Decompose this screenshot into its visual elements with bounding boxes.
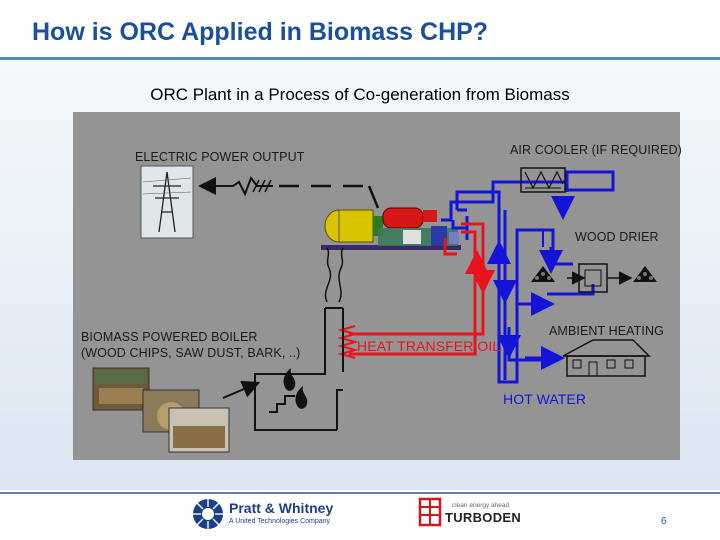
label-boiler-line1: BIOMASS POWERED BOILER	[81, 330, 258, 344]
flame-icons	[283, 368, 308, 409]
orc-unit	[321, 207, 461, 250]
pratt-whitney-name: Pratt & Whitney	[229, 500, 334, 516]
footer	[0, 494, 720, 540]
wood-drier	[531, 263, 657, 293]
pratt-whitney-tagline: A United Technologies Company	[229, 518, 331, 525]
label-electric-power-output: ELECTRIC POWER OUTPUT	[135, 150, 305, 164]
label-ambient-heating: AMBIENT HEATING	[549, 324, 664, 338]
electric-power-line	[198, 175, 380, 209]
heat-exchanger-coil	[337, 325, 359, 359]
chp-schematic	[92, 165, 657, 453]
hot-water-arrows	[487, 196, 575, 359]
pratt-whitney-logo-icon	[193, 499, 223, 529]
ambient-heating-house	[562, 339, 651, 377]
biomass-photos	[92, 367, 230, 453]
label-heat-transfer-oil: HEAT TRANSFER OIL	[357, 338, 501, 354]
turboden-tagline: clean energy ahead	[452, 502, 510, 509]
label-boiler-line2: (WOOD CHIPS, SAW DUST, BARK, ..)	[81, 346, 301, 360]
diagram-subtitle: ORC Plant in a Process of Co-generation …	[150, 85, 570, 104]
page-number: 6	[661, 516, 667, 527]
label-air-cooler: AIR COOLER (IF REQUIRED)	[510, 143, 682, 157]
biomass-boiler	[222, 247, 344, 431]
turboden-name: TURBODEN	[445, 510, 522, 525]
air-cooler	[520, 167, 566, 193]
footer-divider	[0, 492, 720, 494]
label-wood-drier: WOOD DRIER	[575, 230, 659, 244]
heat-transfer-oil-loop	[349, 222, 495, 356]
label-hot-water: HOT WATER	[503, 391, 587, 407]
turboden-logo-icon	[418, 497, 442, 527]
power-pylon-image	[140, 165, 194, 239]
slide-title: How is ORC Applied in Biomass CHP?	[32, 18, 489, 46]
chp-diagram-panel: ELECTRIC POWER OUTPUT AIR COOLER (IF REQ…	[73, 112, 682, 460]
title-divider	[0, 57, 720, 60]
